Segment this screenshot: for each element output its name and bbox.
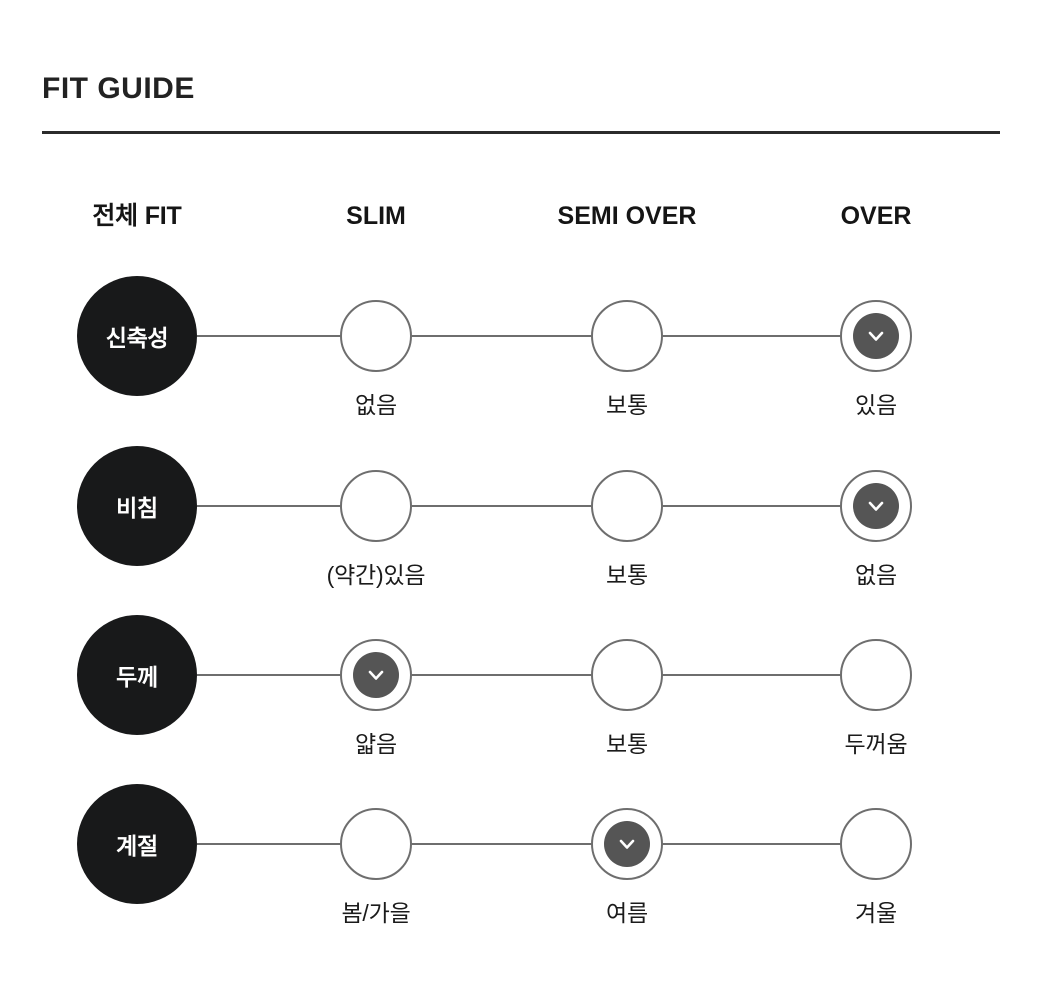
row-label-text: 계절 (116, 833, 158, 859)
row-connector-line (197, 843, 876, 845)
option-node-selected[interactable] (591, 808, 663, 880)
option-node[interactable] (840, 639, 912, 711)
option-node-selected[interactable] (340, 639, 412, 711)
option-caption: 보통 (606, 392, 648, 418)
row-connector-line (197, 505, 876, 507)
option-caption: 보통 (606, 562, 648, 588)
option-caption: 얇음 (355, 731, 397, 757)
option-caption: 있음 (855, 392, 897, 418)
option-caption: 없음 (855, 562, 897, 588)
fit-row: 비침 (약간)있음 보통 없음 (0, 446, 1040, 588)
row-label-text: 비침 (116, 495, 158, 521)
option-node[interactable] (340, 300, 412, 372)
chevron-down-icon (353, 652, 399, 698)
chevron-down-icon (853, 483, 899, 529)
column-header-over[interactable]: OVER (840, 202, 912, 230)
page-title: FIT GUIDE (42, 72, 195, 105)
option-caption: 두꺼움 (844, 731, 908, 757)
option-node[interactable] (840, 808, 912, 880)
title-divider (42, 131, 1000, 134)
row-label-text: 신축성 (105, 325, 169, 351)
title-block: FIT GUIDE (42, 72, 1000, 105)
option-caption: 봄/가을 (341, 900, 411, 926)
option-caption: 보통 (606, 731, 648, 757)
option-node[interactable] (340, 808, 412, 880)
column-header-slim[interactable]: SLIM (346, 202, 406, 230)
option-node[interactable] (591, 639, 663, 711)
option-caption: (약간)있음 (326, 562, 426, 588)
option-node[interactable] (591, 470, 663, 542)
option-caption: 겨울 (855, 900, 897, 926)
chevron-down-icon (604, 821, 650, 867)
chevron-down-icon (853, 313, 899, 359)
row-label-bubble: 두께 (77, 615, 197, 735)
option-node[interactable] (591, 300, 663, 372)
option-node[interactable] (340, 470, 412, 542)
row-label-bubble: 신축성 (77, 276, 197, 396)
row-connector-line (197, 674, 876, 676)
row-connector-line (197, 335, 876, 337)
option-caption: 없음 (355, 392, 397, 418)
option-node-selected[interactable] (840, 470, 912, 542)
row-label-bubble: 계절 (77, 784, 197, 904)
row-label-bubble: 비침 (77, 446, 197, 566)
option-node-selected[interactable] (840, 300, 912, 372)
column-header-row: 전체 FIT SLIM SEMI OVER OVER (0, 196, 1040, 238)
row-label-text: 두께 (116, 664, 158, 690)
option-caption: 여름 (606, 900, 648, 926)
column-header-overall-fit: 전체 FIT (92, 202, 182, 230)
column-header-semi-over[interactable]: SEMI OVER (557, 202, 697, 230)
